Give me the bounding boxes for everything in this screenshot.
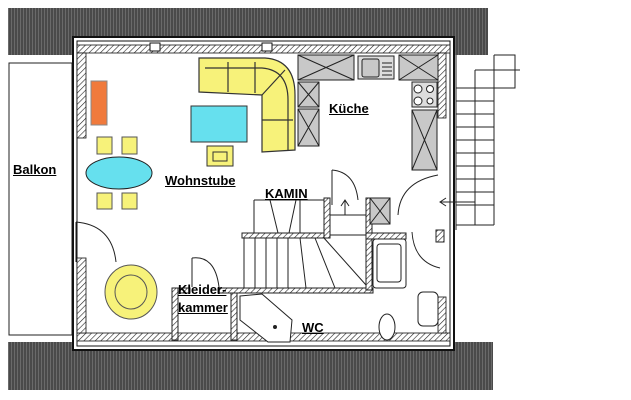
balcony-outline [8, 62, 73, 336]
interior-stairs [171, 197, 445, 341]
external-stairs [439, 54, 520, 230]
bathroom-fixtures [239, 238, 439, 343]
corner-sofa [198, 57, 296, 153]
dining-set [85, 136, 153, 210]
doors [75, 169, 441, 288]
room-label-kleiderkammer-2: kammer [178, 300, 228, 315]
round-table [104, 264, 158, 320]
footstool [206, 145, 234, 167]
room-label-kleiderkammer-1: Kleider- [178, 282, 227, 297]
room-label-wc: WC [302, 320, 324, 335]
kitchen-counters [297, 54, 439, 171]
room-label-balkon: Balkon [13, 162, 57, 177]
room-label-wohnstube: Wohnstube [165, 173, 236, 188]
room-label-kamin: KAMIN [265, 186, 308, 201]
coffee-table [190, 105, 248, 143]
room-label-kueche: Küche [329, 101, 369, 116]
cabinet [90, 80, 108, 126]
